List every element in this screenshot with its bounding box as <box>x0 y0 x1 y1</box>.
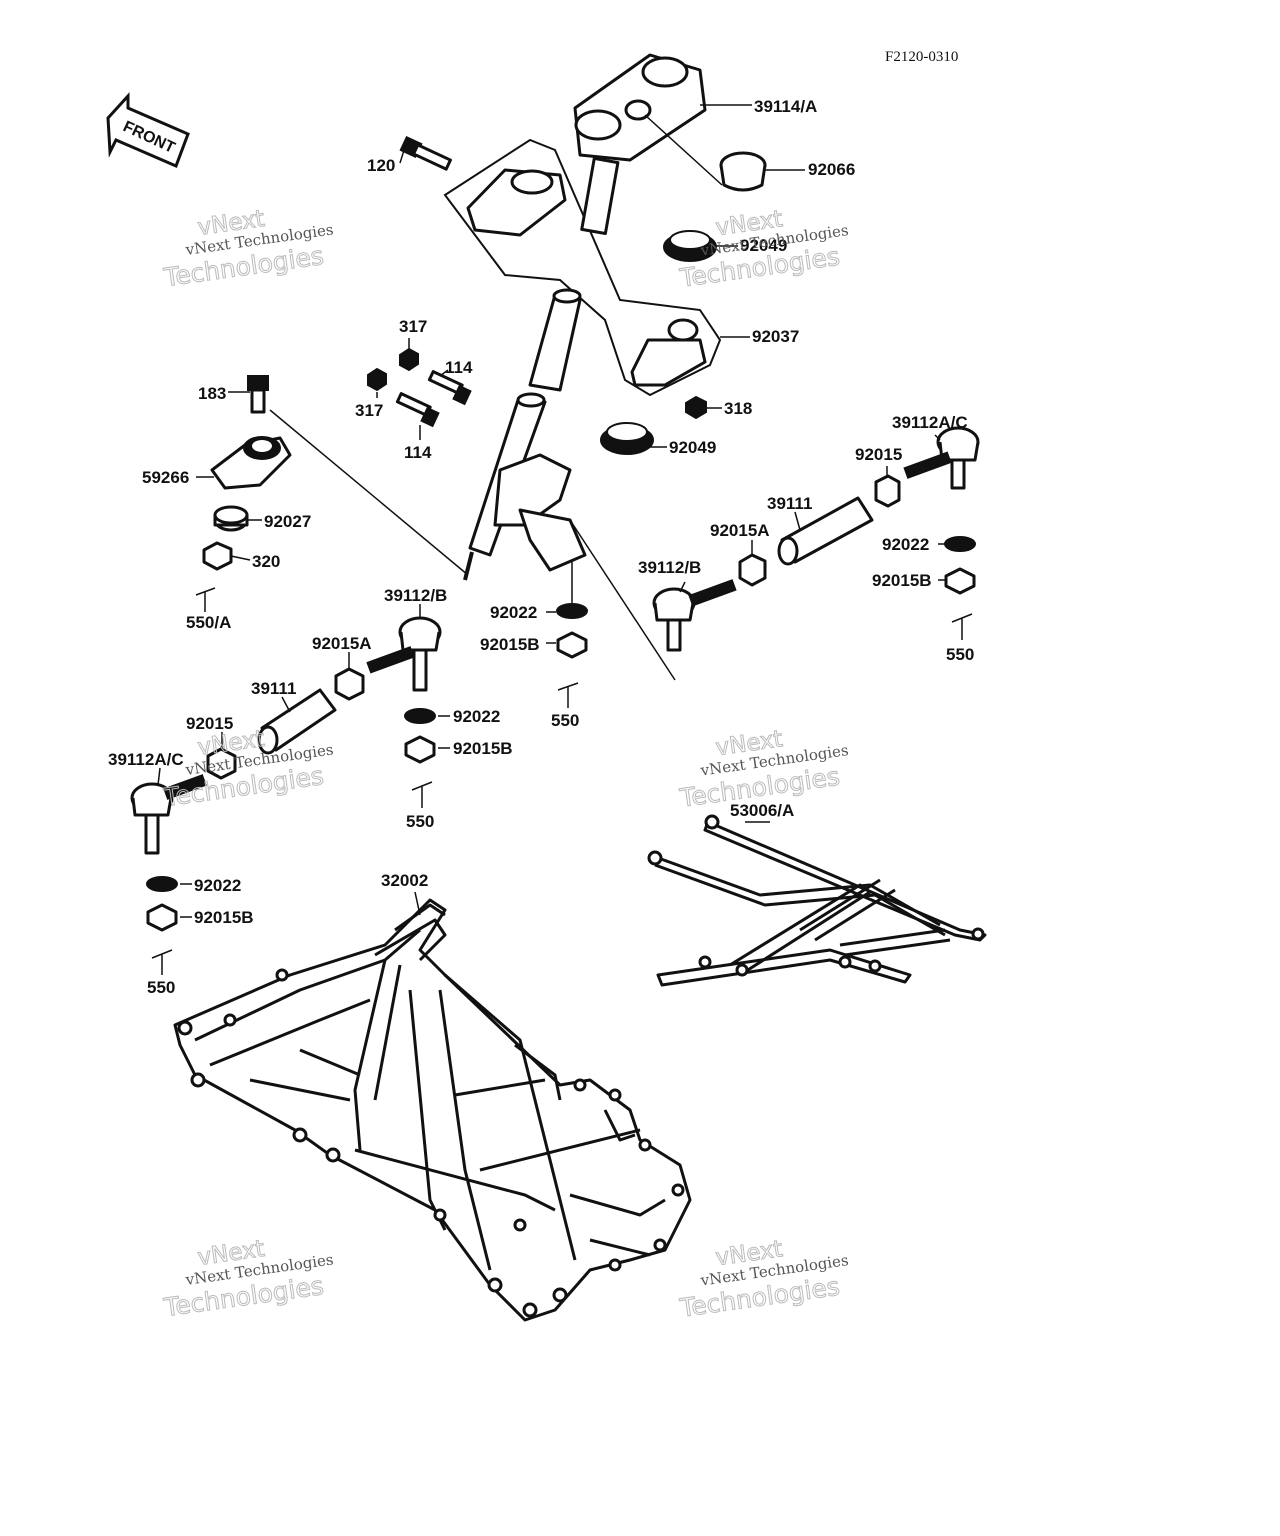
callout-114-b: 114 <box>404 443 432 462</box>
lower-clamp-upper <box>466 168 567 237</box>
callout-550a: 550/A <box>186 613 231 632</box>
callout-39111-left: 39111 <box>251 679 296 698</box>
callout-92015b-mid: 92015B <box>480 635 540 654</box>
bolt-120 <box>399 135 452 171</box>
cotter-pin-550-left <box>151 949 173 966</box>
washer-92022-left <box>146 876 178 892</box>
watermark-mid-right: vNext vNext Technologies Technologies <box>677 726 850 814</box>
bearing-holder-59266 <box>210 436 292 490</box>
callout-92015b-mid-left: 92015B <box>453 739 513 758</box>
callout-92049-lower: 92049 <box>669 438 716 457</box>
tie-rod-end-left-inner <box>366 616 442 692</box>
callout-92015a-right: 92015A <box>710 521 770 540</box>
watermark-bottom-right: vNext vNext Technologies Technologies <box>677 1236 850 1324</box>
washer-92022-mid <box>556 603 588 619</box>
callout-39112b-left: 39112/B <box>384 586 447 605</box>
callout-120: 120 <box>367 156 395 175</box>
callout-320: 320 <box>252 552 280 571</box>
callout-labels: 39114/A 92066 120 92049 92037 317 114 31… <box>108 97 974 997</box>
tie-rod-end-right-outer <box>903 426 980 490</box>
nut-92015-right <box>874 474 901 508</box>
callout-53006a: 53006/A <box>730 801 794 820</box>
nut-92015-left <box>206 747 237 780</box>
callout-39114a: 39114/A <box>754 97 817 116</box>
callout-550-right: 550 <box>946 645 974 664</box>
callout-32002: 32002 <box>381 871 428 890</box>
callout-92015b-left: 92015B <box>194 908 254 927</box>
nut-92015b-mid-left <box>404 735 436 764</box>
callout-92022-right: 92022 <box>882 535 929 554</box>
sub-frame-53006a <box>647 814 987 987</box>
watermark-bottom-left: vNext vNext Technologies Technologies <box>161 1235 335 1322</box>
tie-rod-39111-left <box>257 688 337 755</box>
upper-handlebar-holder <box>573 53 707 236</box>
tie-rod-39111-right <box>777 496 874 566</box>
callout-92022-mid-left: 92022 <box>453 707 500 726</box>
callout-39112ac-right: 39112A/C <box>892 413 968 432</box>
washer-92022-mid-left <box>404 708 436 724</box>
bolt-114-b <box>395 392 440 428</box>
nut-92015b-mid <box>556 631 588 659</box>
nut-92015b-left <box>146 903 178 932</box>
clamp-group-outline <box>443 138 722 397</box>
diagram-code: F2120-0310 <box>885 49 958 65</box>
front-arrow-icon: FRONT <box>106 92 190 169</box>
cotter-pin-550-mid-left <box>411 781 433 798</box>
washer-92022-right <box>944 536 976 552</box>
nut-92015b-right <box>944 567 976 595</box>
nut-92015a-left <box>334 667 365 701</box>
callout-92066: 92066 <box>808 160 855 179</box>
tie-rod-end-left-outer <box>130 774 207 855</box>
callout-92022-left: 92022 <box>194 876 241 895</box>
cotter-pin-550a <box>195 587 216 603</box>
callout-317-a: 317 <box>399 317 427 336</box>
nut-320 <box>202 541 233 571</box>
assembly-line-cap <box>644 114 723 186</box>
callout-550-mid-left: 550 <box>406 812 434 831</box>
callout-114-a: 114 <box>445 358 473 377</box>
callout-92027: 92027 <box>264 512 311 531</box>
cap-part <box>719 151 767 192</box>
lower-clamp-lower <box>630 318 707 387</box>
callout-92037: 92037 <box>752 327 799 346</box>
watermark-top-left: vNext vNext Technologies Technologies <box>161 205 335 292</box>
nut-317-b <box>367 367 387 392</box>
callout-92049-upper: 92049 <box>740 236 787 255</box>
callout-39111-right: 39111 <box>767 494 812 513</box>
nut-92015a-right <box>738 553 767 587</box>
nut-318 <box>685 395 707 420</box>
callout-183: 183 <box>198 384 226 403</box>
callout-59266: 59266 <box>142 468 189 487</box>
bolt-183 <box>247 375 269 414</box>
cotter-pin-550-right <box>951 613 973 630</box>
callout-92022-mid: 92022 <box>490 603 537 622</box>
callout-92015a-left: 92015A <box>312 634 372 653</box>
callout-92015b-right: 92015B <box>872 571 932 590</box>
main-frame-32002 <box>173 898 692 1322</box>
bushing-92049-upper <box>663 230 717 262</box>
steering-shaft <box>463 288 587 581</box>
cotter-pin-550-mid <box>557 682 579 698</box>
assembly-line-right <box>569 519 676 681</box>
callout-92015-left: 92015 <box>186 714 233 733</box>
callout-317-b: 317 <box>355 401 383 420</box>
callout-39112b-right: 39112/B <box>638 558 701 577</box>
bolt-114-a <box>427 370 472 406</box>
assembly-line-holder <box>269 409 469 576</box>
washer-92027 <box>213 505 249 532</box>
callout-550-left: 550 <box>147 978 175 997</box>
callout-550-mid: 550 <box>551 711 579 730</box>
nut-317-a <box>399 347 419 372</box>
bushing-92049-lower <box>600 422 654 455</box>
tie-rod-end-right-inner <box>652 579 737 652</box>
leader-lines <box>157 104 963 975</box>
callout-318: 318 <box>724 399 752 418</box>
callout-92015-right: 92015 <box>855 445 902 464</box>
callout-39112ac-left: 39112A/C <box>108 750 184 769</box>
